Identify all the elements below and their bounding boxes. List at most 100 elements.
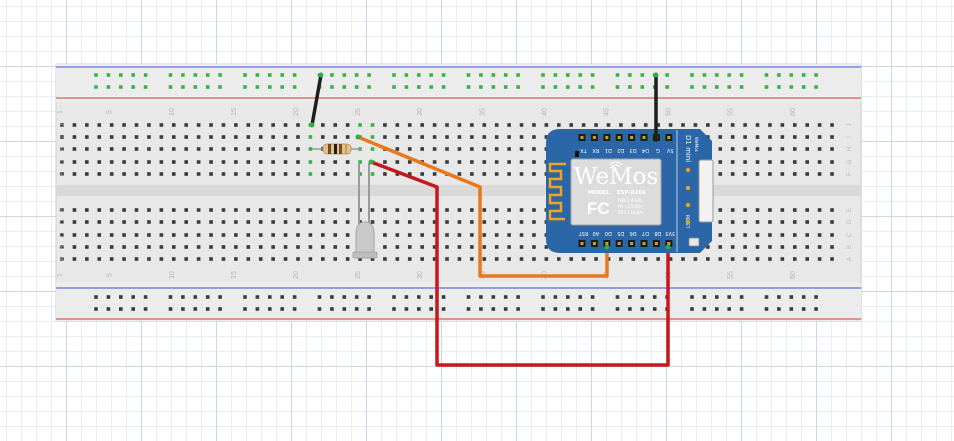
breadboard-hole: [184, 257, 188, 261]
breadboard-hole: [755, 257, 760, 261]
spec-line-3: 802.11b/g/n: [618, 210, 644, 215]
breadboard-hole: [345, 257, 350, 261]
breadboard-hole: [283, 172, 288, 176]
breadboard-hole: [147, 245, 151, 249]
breadboard-hole: [258, 233, 263, 237]
rail-hole: [268, 307, 272, 311]
breadboard-hole: [817, 172, 822, 176]
rail-hole: [193, 307, 198, 311]
mount-hole-3: [685, 202, 691, 208]
rail-hole: [503, 307, 508, 311]
breadboard-hole: [234, 257, 238, 261]
breadboard-hole: [445, 135, 449, 139]
breadboard-hole: [494, 172, 499, 176]
column-number-top: 55: [728, 108, 735, 116]
breadboard-hole: [258, 245, 263, 249]
rail-hole: [715, 85, 719, 89]
rail-hole: [566, 307, 570, 311]
breadboard-hole: [768, 220, 772, 224]
breadboard-hole: [780, 257, 785, 261]
rail-hole: [541, 295, 545, 299]
rail-hole: [181, 85, 185, 89]
breadboard-hole: [432, 172, 437, 176]
breadboard-hole: [72, 233, 77, 237]
resistor-band-1: [328, 144, 331, 154]
breadboard-hole: [445, 257, 449, 261]
breadboard-hole: [85, 123, 89, 127]
breadboard-hole: [209, 123, 213, 127]
breadboard-hole: [407, 172, 412, 176]
breadboard-hole: [743, 208, 747, 212]
breadboard-hole: [470, 245, 474, 249]
breadboard-hole: [333, 160, 338, 164]
wemos-logo-group: [609, 161, 623, 168]
breadboard-hole: [656, 123, 660, 127]
row-letter: D: [60, 219, 66, 224]
rail-hole: [168, 307, 173, 311]
model-label: MODEL: [588, 190, 610, 196]
breadboard-hole: [134, 172, 139, 176]
endpoint: [604, 244, 610, 250]
breadboard-hole: [681, 257, 685, 261]
breadboard-hole: [768, 172, 772, 176]
breadboard-hole: [147, 220, 151, 224]
breadboard-hole: [830, 220, 834, 224]
breadboard-hole: [532, 172, 536, 176]
rail-hole: [417, 295, 421, 299]
breadboard-hole: [171, 220, 176, 224]
breadboard-hole: [817, 123, 822, 127]
row-letter: C: [60, 232, 66, 237]
breadboard-hole: [817, 147, 822, 151]
rail-hole: [479, 85, 483, 89]
breadboard-hole: [196, 172, 201, 176]
rail-hole: [429, 295, 433, 299]
row-letter: I: [60, 136, 66, 138]
breadboard-hole: [234, 220, 238, 224]
breadboard-hole: [196, 257, 201, 261]
reset-button[interactable]: [688, 237, 700, 247]
header-pin-contact: [580, 242, 584, 245]
breadboard-hole: [519, 123, 524, 127]
rail-hole: [292, 85, 297, 89]
breadboard-hole: [718, 245, 723, 249]
rail-hole: [764, 73, 769, 77]
breadboard-hole: [308, 147, 313, 151]
breadboard-hole: [85, 208, 89, 212]
breadboard-hole: [159, 147, 164, 151]
breadboard-hole: [345, 160, 350, 164]
breadboard-hole: [817, 208, 822, 212]
rail-hole: [801, 85, 806, 89]
rail-hole: [218, 73, 222, 77]
breadboard-hole: [482, 220, 487, 224]
breadboard-hole: [370, 257, 375, 261]
breadboard-hole: [283, 123, 288, 127]
rail-hole: [590, 73, 595, 77]
breadboard-hole: [619, 257, 623, 261]
breadboard-hole: [345, 208, 350, 212]
breadboard-hole: [196, 245, 201, 249]
rail-hole: [578, 307, 582, 311]
rail-hole: [690, 85, 694, 89]
breadboard-hole: [258, 208, 263, 212]
breadboard-hole: [296, 208, 300, 212]
breadboard-hole: [221, 220, 226, 224]
breadboard-hole: [693, 123, 698, 127]
breadboard-hole: [333, 172, 338, 176]
breadboard-hole: [532, 123, 536, 127]
resistor-band-2: [334, 144, 337, 154]
breadboard-hole: [271, 220, 275, 224]
breadboard-hole: [383, 233, 387, 237]
breadboard-hole: [507, 220, 511, 224]
breadboard-hole: [308, 233, 313, 237]
breadboard-hole: [159, 233, 164, 237]
breadboard-hole: [830, 208, 834, 212]
pin-headers: [578, 134, 673, 247]
breadboard-hole: [445, 233, 449, 237]
breadboard-hole: [768, 208, 772, 212]
breadboard-hole: [271, 245, 275, 249]
breadboard-hole: [532, 257, 536, 261]
rail-hole: [590, 295, 595, 299]
rail-hole: [243, 73, 247, 77]
rail-hole: [789, 73, 794, 77]
breadboard-hole: [519, 147, 524, 151]
